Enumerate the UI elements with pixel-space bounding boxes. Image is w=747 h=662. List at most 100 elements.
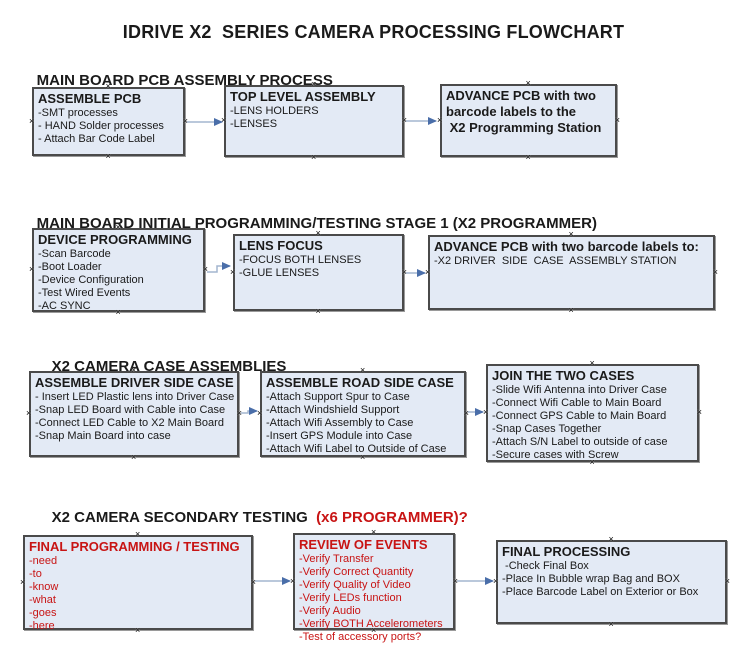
box-line: -Slide Wifi Antenna into Driver Case xyxy=(492,384,667,396)
box-line: X2 Programming Station xyxy=(446,120,602,135)
connection-handle-icon: × xyxy=(589,358,595,368)
connection-handle-icon: × xyxy=(483,407,489,417)
box-line: -Check Final Box xyxy=(502,560,589,572)
connection-handle-icon: × xyxy=(230,266,236,277)
box-title: ASSEMBLE DRIVER SIDE CASE xyxy=(35,375,234,390)
connection-handle-icon: × xyxy=(29,264,35,274)
connection-handle-icon: × xyxy=(724,576,730,586)
box-line: -SMT processes xyxy=(38,107,118,119)
box-line: -Connect LED Cable to X2 Main Board xyxy=(35,417,224,429)
connection-handle-icon: × xyxy=(493,576,499,586)
box-line: -here xyxy=(29,620,55,632)
section-heading-red-text: (x6 PROGRAMMER)? xyxy=(311,509,468,526)
box-lines: -Attach Support Spur to Case-Attach Wind… xyxy=(266,391,460,456)
box-lines: -Slide Wifi Antenna into Driver Case-Con… xyxy=(492,384,693,462)
connection-handle-icon: × xyxy=(401,115,407,125)
connection-handle-icon: × xyxy=(202,264,208,274)
box-line: -Snap LED Board with Cable into Case xyxy=(35,404,226,416)
box-line: -Snap Main Board into case xyxy=(35,430,171,442)
box-title: ASSEMBLE PCB xyxy=(38,91,142,106)
box-title: REVIEW OF EVENTS xyxy=(299,537,428,552)
box-line: -Boot Loader xyxy=(38,261,102,273)
box-line: -to xyxy=(29,568,42,580)
box-line: -Insert GPS Module into Case xyxy=(266,430,413,442)
box-line: -LENSES xyxy=(230,118,278,130)
box-final-processing: FINAL PROCESSING -Check Final Box-Place … xyxy=(493,535,730,629)
box-review-of-events: REVIEW OF EVENTS -Verify Transfer-Verify… xyxy=(290,528,458,644)
section-heading-text: MAIN BOARD INITIAL PROGRAMMING/TESTING S… xyxy=(36,215,597,232)
connection-handle-icon: × xyxy=(360,365,366,375)
connection-handle-icon: × xyxy=(463,408,469,418)
box-lines: -LENS HOLDERS-LENSES xyxy=(230,105,398,131)
box-line: -need xyxy=(29,555,58,567)
box-line: -Snap Cases Together xyxy=(492,423,602,435)
connection-handle-icon: × xyxy=(236,408,242,418)
box-line: -AC SYNC xyxy=(38,300,91,312)
box-line: -FOCUS BOTH LENSES xyxy=(239,254,362,266)
box-line: -Verify Audio xyxy=(299,605,361,617)
box-line: -Connect Wifi Cable to Main Board xyxy=(492,397,662,409)
box-line: -GLUE LENSES xyxy=(239,267,320,279)
box-line: -LENS HOLDERS xyxy=(230,105,319,117)
page-title: IDRIVE X2 SERIES CAMERA PROCESSING FLOWC… xyxy=(122,22,625,42)
section-heading-1: MAIN BOARD PCB ASSEMBLY PROCESS xyxy=(20,55,333,106)
box-line: -Verify Correct Quantity xyxy=(299,566,414,578)
box-line: -Place In Bubble wrap Bag and BOX xyxy=(502,573,680,585)
box-line: -Test of accessory ports? xyxy=(299,631,422,643)
box-assemble-driver-side-case: ASSEMBLE DRIVER SIDE CASE - Insert LED P… xyxy=(26,366,242,462)
connection-handle-icon: × xyxy=(452,575,458,586)
box-line: -Attach S/N Label to outside of case xyxy=(492,436,668,448)
connection-handle-icon: × xyxy=(525,78,531,88)
connection-handle-icon: × xyxy=(257,408,263,418)
box-lines: -Scan Barcode-Boot Loader-Device Configu… xyxy=(38,248,199,313)
box-line: -Verify LEDs function xyxy=(299,592,402,604)
box-line: -what xyxy=(29,594,56,606)
box-lines: -SMT processes- HAND Solder processes- A… xyxy=(38,107,179,146)
box-line: - Attach Bar Code Label xyxy=(38,133,155,145)
box-lines: -Verify Transfer-Verify Correct Quantity… xyxy=(299,553,449,644)
box-title: TOP LEVEL ASSEMBLY xyxy=(230,89,376,104)
box-line: -Test Wired Events xyxy=(38,287,131,299)
box-title: DEVICE PROGRAMMING xyxy=(38,232,192,247)
box-line: -Device Configuration xyxy=(38,274,144,286)
box-assemble-pcb: ASSEMBLE PCB -SMT processes- HAND Solder… xyxy=(29,82,188,161)
section-heading-text: MAIN BOARD PCB ASSEMBLY PROCESS xyxy=(36,72,333,89)
section-heading-3: X2 CAMERA CASE ASSEMBLIES xyxy=(35,341,287,392)
box-line: - Insert LED Plastic lens into Driver Ca… xyxy=(35,391,235,403)
connection-handle-icon: × xyxy=(182,115,188,126)
box-line: -Connect GPS Cable to Main Board xyxy=(492,410,667,422)
connection-handle-icon: × xyxy=(250,576,256,587)
box-lens-focus: LENS FOCUS -FOCUS BOTH LENSES-GLUE LENSE… xyxy=(230,229,407,316)
section-heading-2: MAIN BOARD INITIAL PROGRAMMING/TESTING S… xyxy=(20,198,597,249)
section-heading-text: X2 CAMERA CASE ASSEMBLIES xyxy=(51,358,287,375)
connection-handle-icon: × xyxy=(437,114,443,125)
connection-handle-icon: × xyxy=(131,452,137,462)
box-lines: - Insert LED Plastic lens into Driver Ca… xyxy=(35,391,235,443)
box-lines: -Check Final Box-Place In Bubble wrap Ba… xyxy=(502,560,721,599)
connection-handle-icon: × xyxy=(525,152,531,162)
connection-handle-icon: × xyxy=(221,115,227,125)
box-top-level-assembly: TOP LEVEL ASSEMBLY -LENS HOLDERS-LENSES … xyxy=(221,80,407,162)
connection-handle-icon: × xyxy=(696,407,702,417)
box-title: FINAL PROCESSING xyxy=(502,544,631,559)
connection-handle-icon: × xyxy=(105,151,111,161)
box-lines: -FOCUS BOTH LENSES-GLUE LENSES xyxy=(239,254,398,280)
box-line: -goes xyxy=(29,607,57,619)
box-lines: barcode labels to the X2 Programming Sta… xyxy=(446,104,611,136)
box-title: ADVANCE PCB with two barcode labels to: xyxy=(434,239,699,254)
connection-handle-icon: × xyxy=(315,306,321,316)
connection-handle-icon: × xyxy=(568,305,574,315)
connection-handle-icon: × xyxy=(608,619,614,629)
box-lines: -X2 DRIVER SIDE CASE ASSEMBLY STATION xyxy=(434,255,709,268)
connection-handle-icon: × xyxy=(425,266,431,277)
box-line: -Attach Windshield Support xyxy=(266,404,400,416)
box-line: -X2 DRIVER SIDE CASE ASSEMBLY STATION xyxy=(434,255,677,267)
box-advance-pcb-driver-side: ADVANCE PCB with two barcode labels to: … xyxy=(425,230,718,315)
box-assemble-road-side-case: ASSEMBLE ROAD SIDE CASE -Attach Support … xyxy=(257,366,469,462)
connection-handle-icon: × xyxy=(712,266,718,277)
box-title: ADVANCE PCB with two xyxy=(446,88,596,103)
box-line: -Verify Transfer xyxy=(299,553,374,565)
box-title: ASSEMBLE ROAD SIDE CASE xyxy=(266,375,454,390)
connection-handle-icon: × xyxy=(401,266,407,277)
